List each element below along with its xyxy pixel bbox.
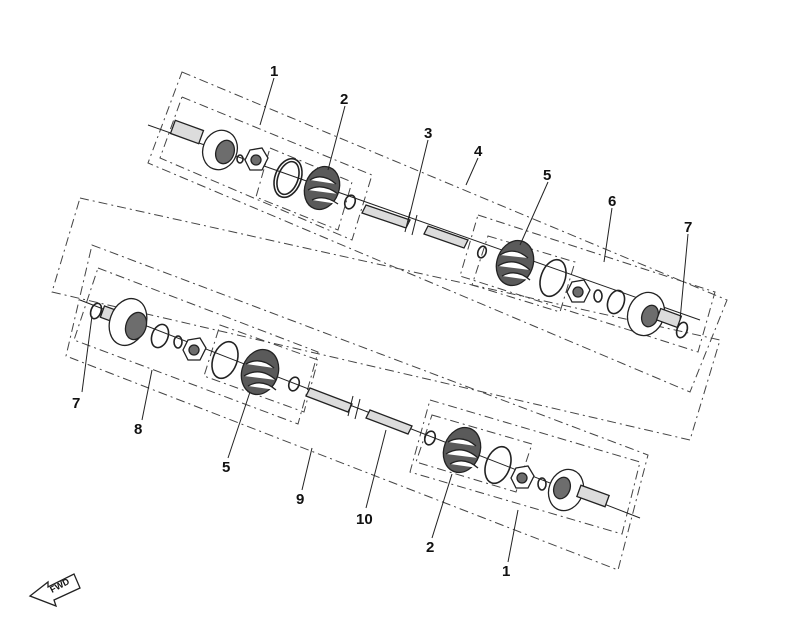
- bottom-inner-clamp-ring: [211, 340, 239, 380]
- top-outer-clip: [593, 289, 603, 303]
- callout-2-top: 2: [340, 91, 348, 108]
- fwd-arrow-icon: FWD: [28, 573, 81, 608]
- frame-bottom-axle-assembly: [51, 197, 721, 441]
- bottom-inner-spider: [182, 337, 207, 361]
- top-inner-boot: [303, 165, 341, 211]
- frame-bottom-axle-lower: [65, 244, 649, 571]
- frame-top-axle-assembly: [147, 71, 728, 393]
- callout-2-bottom: 2: [426, 539, 434, 556]
- bottom-outer-clip: [537, 477, 547, 491]
- bottom-inner-retaining-ring: [89, 302, 103, 320]
- bottom-outer-small-clamp: [423, 430, 437, 446]
- top-main-shaft: [361, 204, 469, 249]
- frame-bottom-outer-joint: [409, 399, 641, 535]
- callout-5-bottom: 5: [222, 459, 230, 476]
- top-axis-line: [147, 124, 701, 321]
- callout-3: 3: [424, 125, 432, 142]
- bottom-inner-small-clamp: [287, 376, 301, 392]
- leader-lines: [81, 77, 689, 563]
- top-outer-boot: [495, 239, 535, 287]
- top-inner-clamp-ring: [273, 157, 303, 199]
- callout-7-right: 7: [684, 219, 692, 236]
- callout-5-top: 5: [543, 167, 551, 184]
- callout-6: 6: [608, 193, 616, 210]
- callout-9: 9: [296, 491, 304, 508]
- bottom-inner-housing: [99, 297, 148, 347]
- frame-top-outer-kit: [471, 235, 576, 313]
- frame-bottom-inner-joint: [73, 267, 319, 425]
- frame-top-inner-joint: [159, 96, 373, 241]
- bottom-outer-clamp-ring: [484, 445, 512, 485]
- bottom-inner-clip: [173, 335, 183, 349]
- top-outer-washer: [606, 289, 626, 315]
- assembly-frames: [51, 71, 728, 571]
- top-inner-housing: [169, 119, 239, 171]
- top-outer-housing: [626, 291, 683, 337]
- frame-bottom-outer-kit: [415, 414, 533, 493]
- top-outer-spider: [566, 279, 591, 303]
- bottom-outer-spider: [510, 465, 535, 489]
- bottom-inner-washer: [150, 323, 170, 349]
- top-inner-spider: [244, 147, 269, 171]
- callout-1-top: 1: [270, 63, 278, 80]
- top-outer-retaining-ring: [675, 321, 689, 339]
- callout-10: 10: [356, 511, 373, 528]
- top-inner-clip: [236, 154, 244, 164]
- callout-8: 8: [134, 421, 142, 438]
- bottom-outer-boot: [442, 426, 482, 474]
- top-outer-small-clamp: [476, 245, 488, 259]
- top-outer-clamp-ring: [539, 258, 567, 298]
- callout-4: 4: [474, 143, 483, 160]
- top-inner-small-clamp: [343, 194, 357, 210]
- top-drive-shaft: [147, 119, 701, 339]
- callout-numbers: 1 2 3 4 5 6 7 7 8 5 9 10 2 1: [72, 63, 692, 580]
- frame-top-outer-joint: [459, 214, 716, 353]
- frame-bottom-inner-kit: [203, 324, 319, 413]
- bottom-axis-line: [79, 299, 641, 519]
- callout-1-bottom: 1: [502, 563, 510, 580]
- callout-7-left: 7: [72, 395, 80, 412]
- bottom-main-shaft: [305, 387, 413, 435]
- bottom-inner-boot: [240, 348, 280, 396]
- bottom-drive-shaft: [79, 297, 641, 519]
- bottom-outer-housing: [547, 468, 610, 512]
